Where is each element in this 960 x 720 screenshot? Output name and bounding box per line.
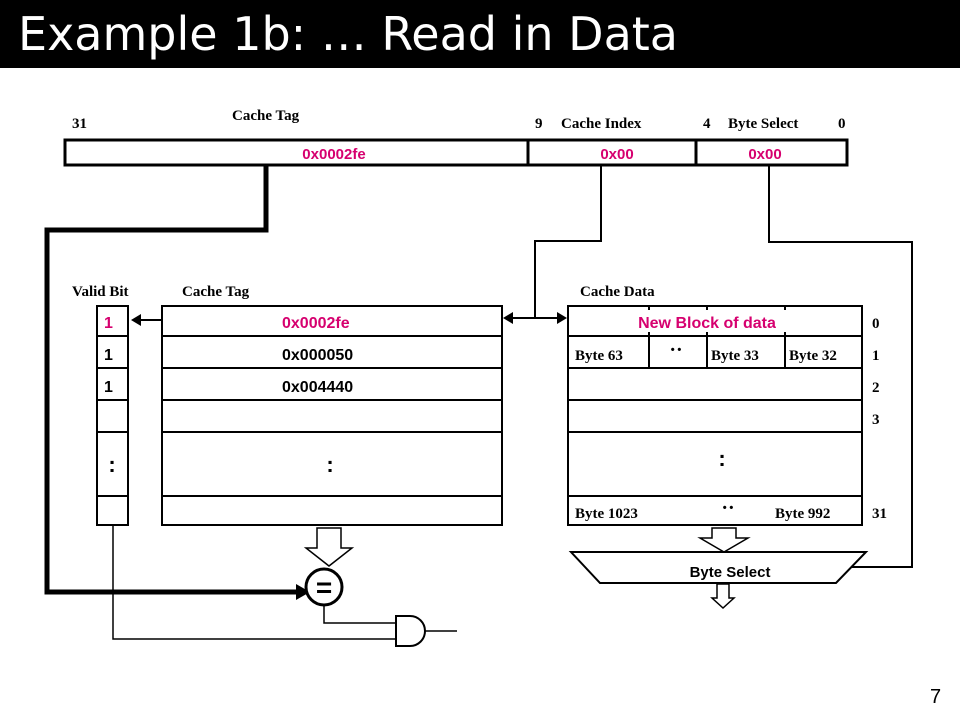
bit-0-label: 0 — [838, 116, 846, 132]
row1-h-ellipsis: ·· — [669, 339, 682, 361]
address-tag-value: 0x0002fe — [302, 146, 365, 163]
data-output-arrow — [697, 527, 751, 553]
byte-select-mux-label: Byte Select — [690, 564, 771, 581]
compare-result-wire — [323, 605, 396, 624]
tag-output-arrow — [303, 527, 355, 567]
bit-9-label: 9 — [535, 116, 543, 132]
mux-output-arrow — [710, 583, 736, 610]
valid-bit-header: Valid Bit — [72, 284, 129, 300]
cache-tag-header: Cache Tag — [182, 284, 250, 300]
tag-wire — [44, 165, 296, 595]
bit-31-label: 31 — [72, 116, 87, 132]
address-index-value: 0x00 — [600, 146, 633, 163]
byte-992-label: Byte 992 — [775, 506, 830, 522]
valid-ellipsis: : — [108, 452, 115, 477]
bit-4-label: 4 — [703, 116, 711, 132]
cache-data-column — [567, 305, 863, 526]
new-block-bg — [612, 310, 798, 332]
valid-update-arrow — [131, 314, 141, 326]
tag-ellipsis: : — [326, 452, 333, 477]
byte-select-mux — [568, 551, 869, 584]
byte-33-label: Byte 33 — [711, 348, 759, 364]
row-index-1: 1 — [872, 348, 880, 364]
page-number: 7 — [930, 686, 942, 708]
index-arrow-left — [503, 312, 513, 324]
cache-tag-column — [161, 305, 503, 526]
row-index-0: 0 — [872, 316, 880, 332]
byte-63-label: Byte 63 — [575, 348, 623, 364]
byte-select-label: Byte Select — [728, 116, 798, 132]
cache-index-label: Cache Index — [561, 116, 642, 132]
valid-bit-column — [96, 305, 129, 526]
title-bar: Example 1b: … Read in Data — [0, 0, 960, 68]
row31-h-ellipsis: ·· — [721, 497, 734, 519]
address-register — [63, 138, 849, 167]
index-arrow-right — [557, 312, 567, 324]
byte-1023-label: Byte 1023 — [575, 506, 638, 522]
cache-data-header: Cache Data — [580, 284, 655, 300]
cache-tag-row-2: 0x004440 — [282, 379, 353, 396]
cache-tag-row-1: 0x000050 — [282, 347, 353, 364]
valid-bit-row-2: 1 — [104, 379, 113, 396]
comparator-symbol: = — [316, 572, 332, 603]
row-index-2: 2 — [872, 380, 880, 396]
address-select-value: 0x00 — [748, 146, 781, 163]
data-ellipsis: : — [718, 446, 725, 471]
index-wire — [534, 165, 602, 318]
valid-wire — [112, 525, 396, 640]
and-gate — [395, 615, 426, 647]
byte-select-wire — [768, 165, 913, 568]
valid-bit-row-0: 1 — [104, 315, 113, 332]
valid-bit-row-1: 1 — [104, 347, 113, 364]
row-index-31: 31 — [872, 506, 887, 522]
byte-32-label: Byte 32 — [789, 348, 837, 364]
slide-title: Example 1b: … Read in Data — [18, 7, 678, 61]
tag-wire-arrow — [296, 584, 310, 600]
address-cache-tag-label: Cache Tag — [232, 108, 300, 124]
row-index-3: 3 — [872, 412, 880, 428]
cache-tag-row-0: 0x0002fe — [282, 315, 350, 332]
new-block-label: New Block of data — [638, 315, 776, 332]
